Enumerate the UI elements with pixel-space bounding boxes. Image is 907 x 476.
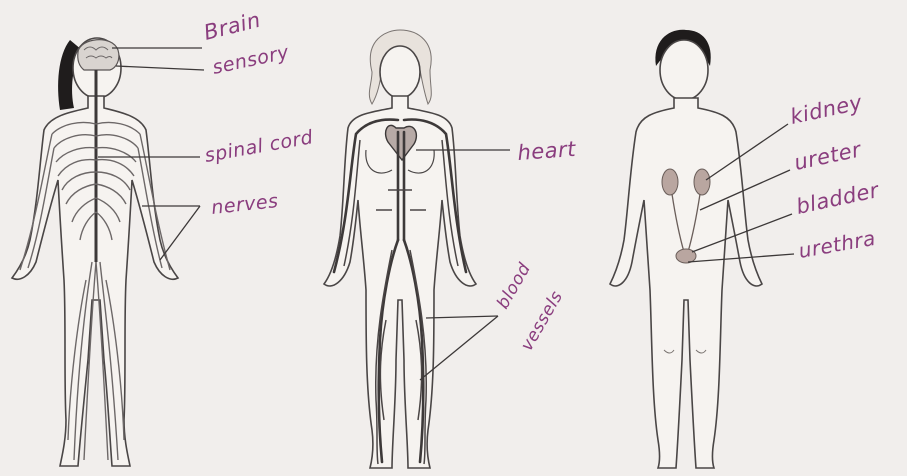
urinary-system-figure [610,30,762,468]
label-ureter: ureter [792,137,864,175]
label-heart: heart [517,137,577,165]
label-sensory: sensory [210,41,291,79]
brain-shape [78,40,119,70]
label-spinal-cord: spinal cord [203,126,315,167]
label-bladder: bladder [794,178,882,219]
label-vessels: vessels [517,288,567,355]
kidney-right-shape [694,169,710,195]
label-brain: Brain [201,8,263,45]
label-nerves: nerves [210,190,279,219]
label-blood: blood [493,260,535,313]
circulatory-system-figure [324,30,476,468]
label-kidney: kidney [788,90,864,129]
nervous-system-figure [12,38,178,466]
kidney-left-shape [662,169,678,195]
label-urethra: urethra [797,226,878,263]
